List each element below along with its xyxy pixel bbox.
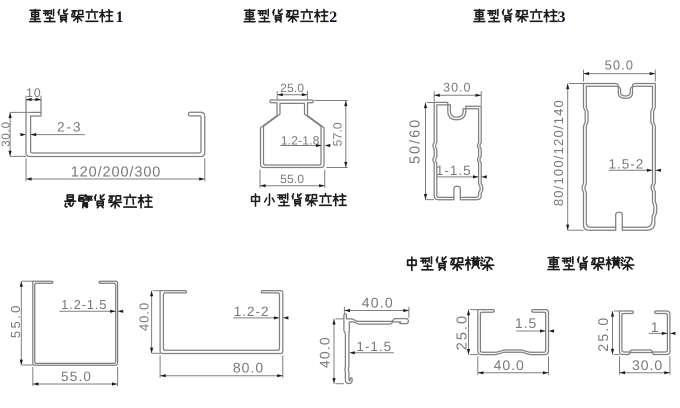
svg-text:55.0: 55.0 xyxy=(280,172,304,186)
svg-text:10: 10 xyxy=(26,86,42,100)
svg-text:1-1.5: 1-1.5 xyxy=(436,163,472,178)
svg-text:2: 2 xyxy=(329,9,337,26)
svg-text:40.0: 40.0 xyxy=(494,357,525,373)
svg-text:1.2-1.8: 1.2-1.8 xyxy=(281,133,320,147)
svg-text:57.0: 57.0 xyxy=(330,122,344,146)
svg-text:25.0: 25.0 xyxy=(454,314,470,350)
svg-text:50.0: 50.0 xyxy=(605,58,634,73)
svg-text:1.2-2: 1.2-2 xyxy=(234,304,270,319)
svg-text:1: 1 xyxy=(651,319,659,335)
svg-text:55.0: 55.0 xyxy=(61,369,92,384)
svg-text:30.0: 30.0 xyxy=(443,81,471,95)
svg-text:120/200/300: 120/200/300 xyxy=(71,165,162,181)
svg-text:1.5-2: 1.5-2 xyxy=(609,156,645,171)
svg-text:30.0: 30.0 xyxy=(632,357,663,373)
svg-text:1.2-1.5: 1.2-1.5 xyxy=(61,297,107,312)
svg-text:25.0: 25.0 xyxy=(280,81,304,95)
svg-text:3: 3 xyxy=(558,9,566,26)
svg-text:40.0: 40.0 xyxy=(362,295,394,311)
svg-text:50/60: 50/60 xyxy=(408,118,424,164)
svg-text:2-3: 2-3 xyxy=(57,119,83,134)
svg-text:40.0: 40.0 xyxy=(137,302,152,331)
svg-text:30.0: 30.0 xyxy=(1,121,13,147)
svg-text:40.0: 40.0 xyxy=(317,336,333,368)
svg-text:1: 1 xyxy=(116,9,124,26)
svg-text:1-1.5: 1-1.5 xyxy=(356,339,392,354)
svg-text:1.5: 1.5 xyxy=(515,315,537,331)
svg-text:25.0: 25.0 xyxy=(595,316,611,352)
svg-text:80.0: 80.0 xyxy=(233,360,264,376)
svg-text:55.0: 55.0 xyxy=(8,303,23,338)
svg-text:80/100/120/140: 80/100/120/140 xyxy=(551,99,566,206)
